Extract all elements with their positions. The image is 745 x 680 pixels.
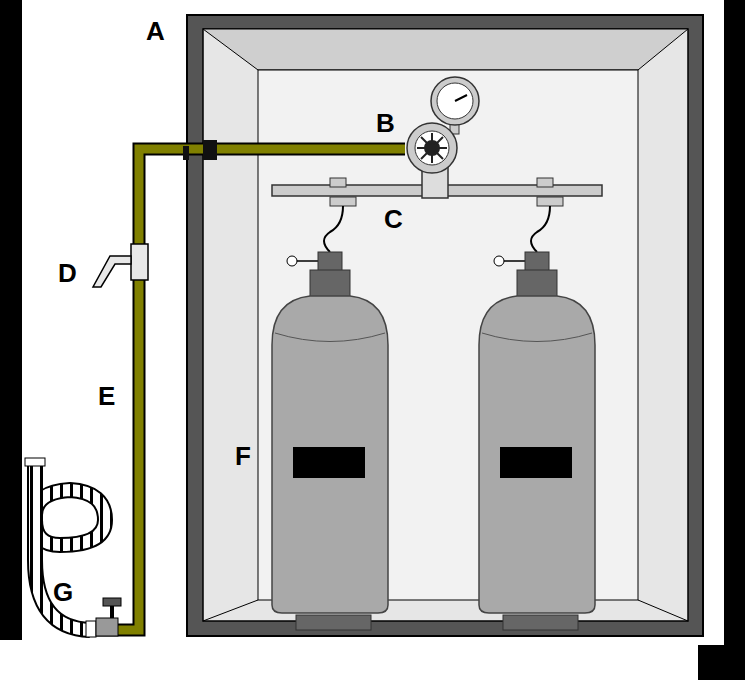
callout-letter: G bbox=[53, 579, 73, 605]
callout-letter: E bbox=[98, 383, 115, 409]
callout-letter: A bbox=[146, 18, 165, 44]
callout-letter: F bbox=[235, 443, 251, 469]
callout-letter: D bbox=[58, 260, 77, 286]
callout-letter: B bbox=[376, 110, 395, 136]
callout-letter: C bbox=[384, 206, 403, 232]
